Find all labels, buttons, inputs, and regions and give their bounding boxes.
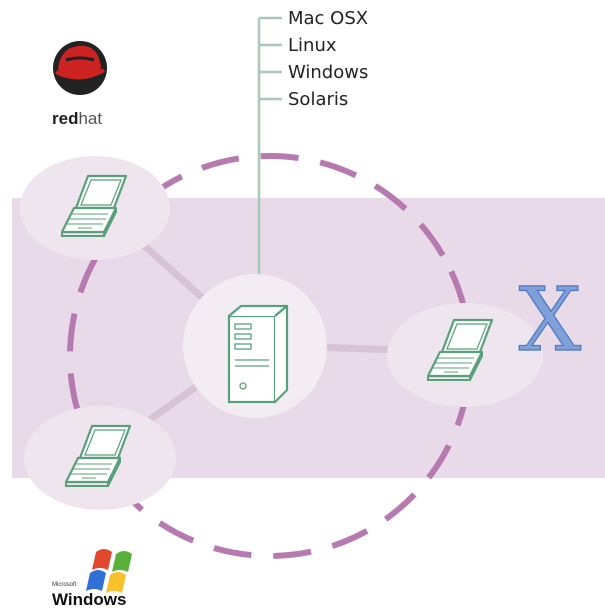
microsoft-small-text: Microsoft (52, 582, 77, 588)
tower-server-icon (227, 304, 289, 404)
mac-osx-x-icon: X (518, 267, 582, 371)
os-label-windows: Windows (288, 62, 368, 83)
os-list: Mac OSX Linux Windows Solaris (288, 8, 368, 110)
mac-osx-letter: X (519, 268, 582, 371)
redhat-logo-icon: redhat (52, 41, 107, 128)
windows-wordmark: Windows (52, 590, 126, 608)
windows-flag-icon: Microsoft Windows (52, 549, 132, 608)
os-list-connector (257, 16, 282, 318)
redhat-wordmark: redhat (52, 109, 102, 128)
os-label-linux: Linux (288, 35, 337, 56)
os-label-solaris: Solaris (288, 89, 348, 110)
os-label-macosx: Mac OSX (288, 8, 368, 29)
